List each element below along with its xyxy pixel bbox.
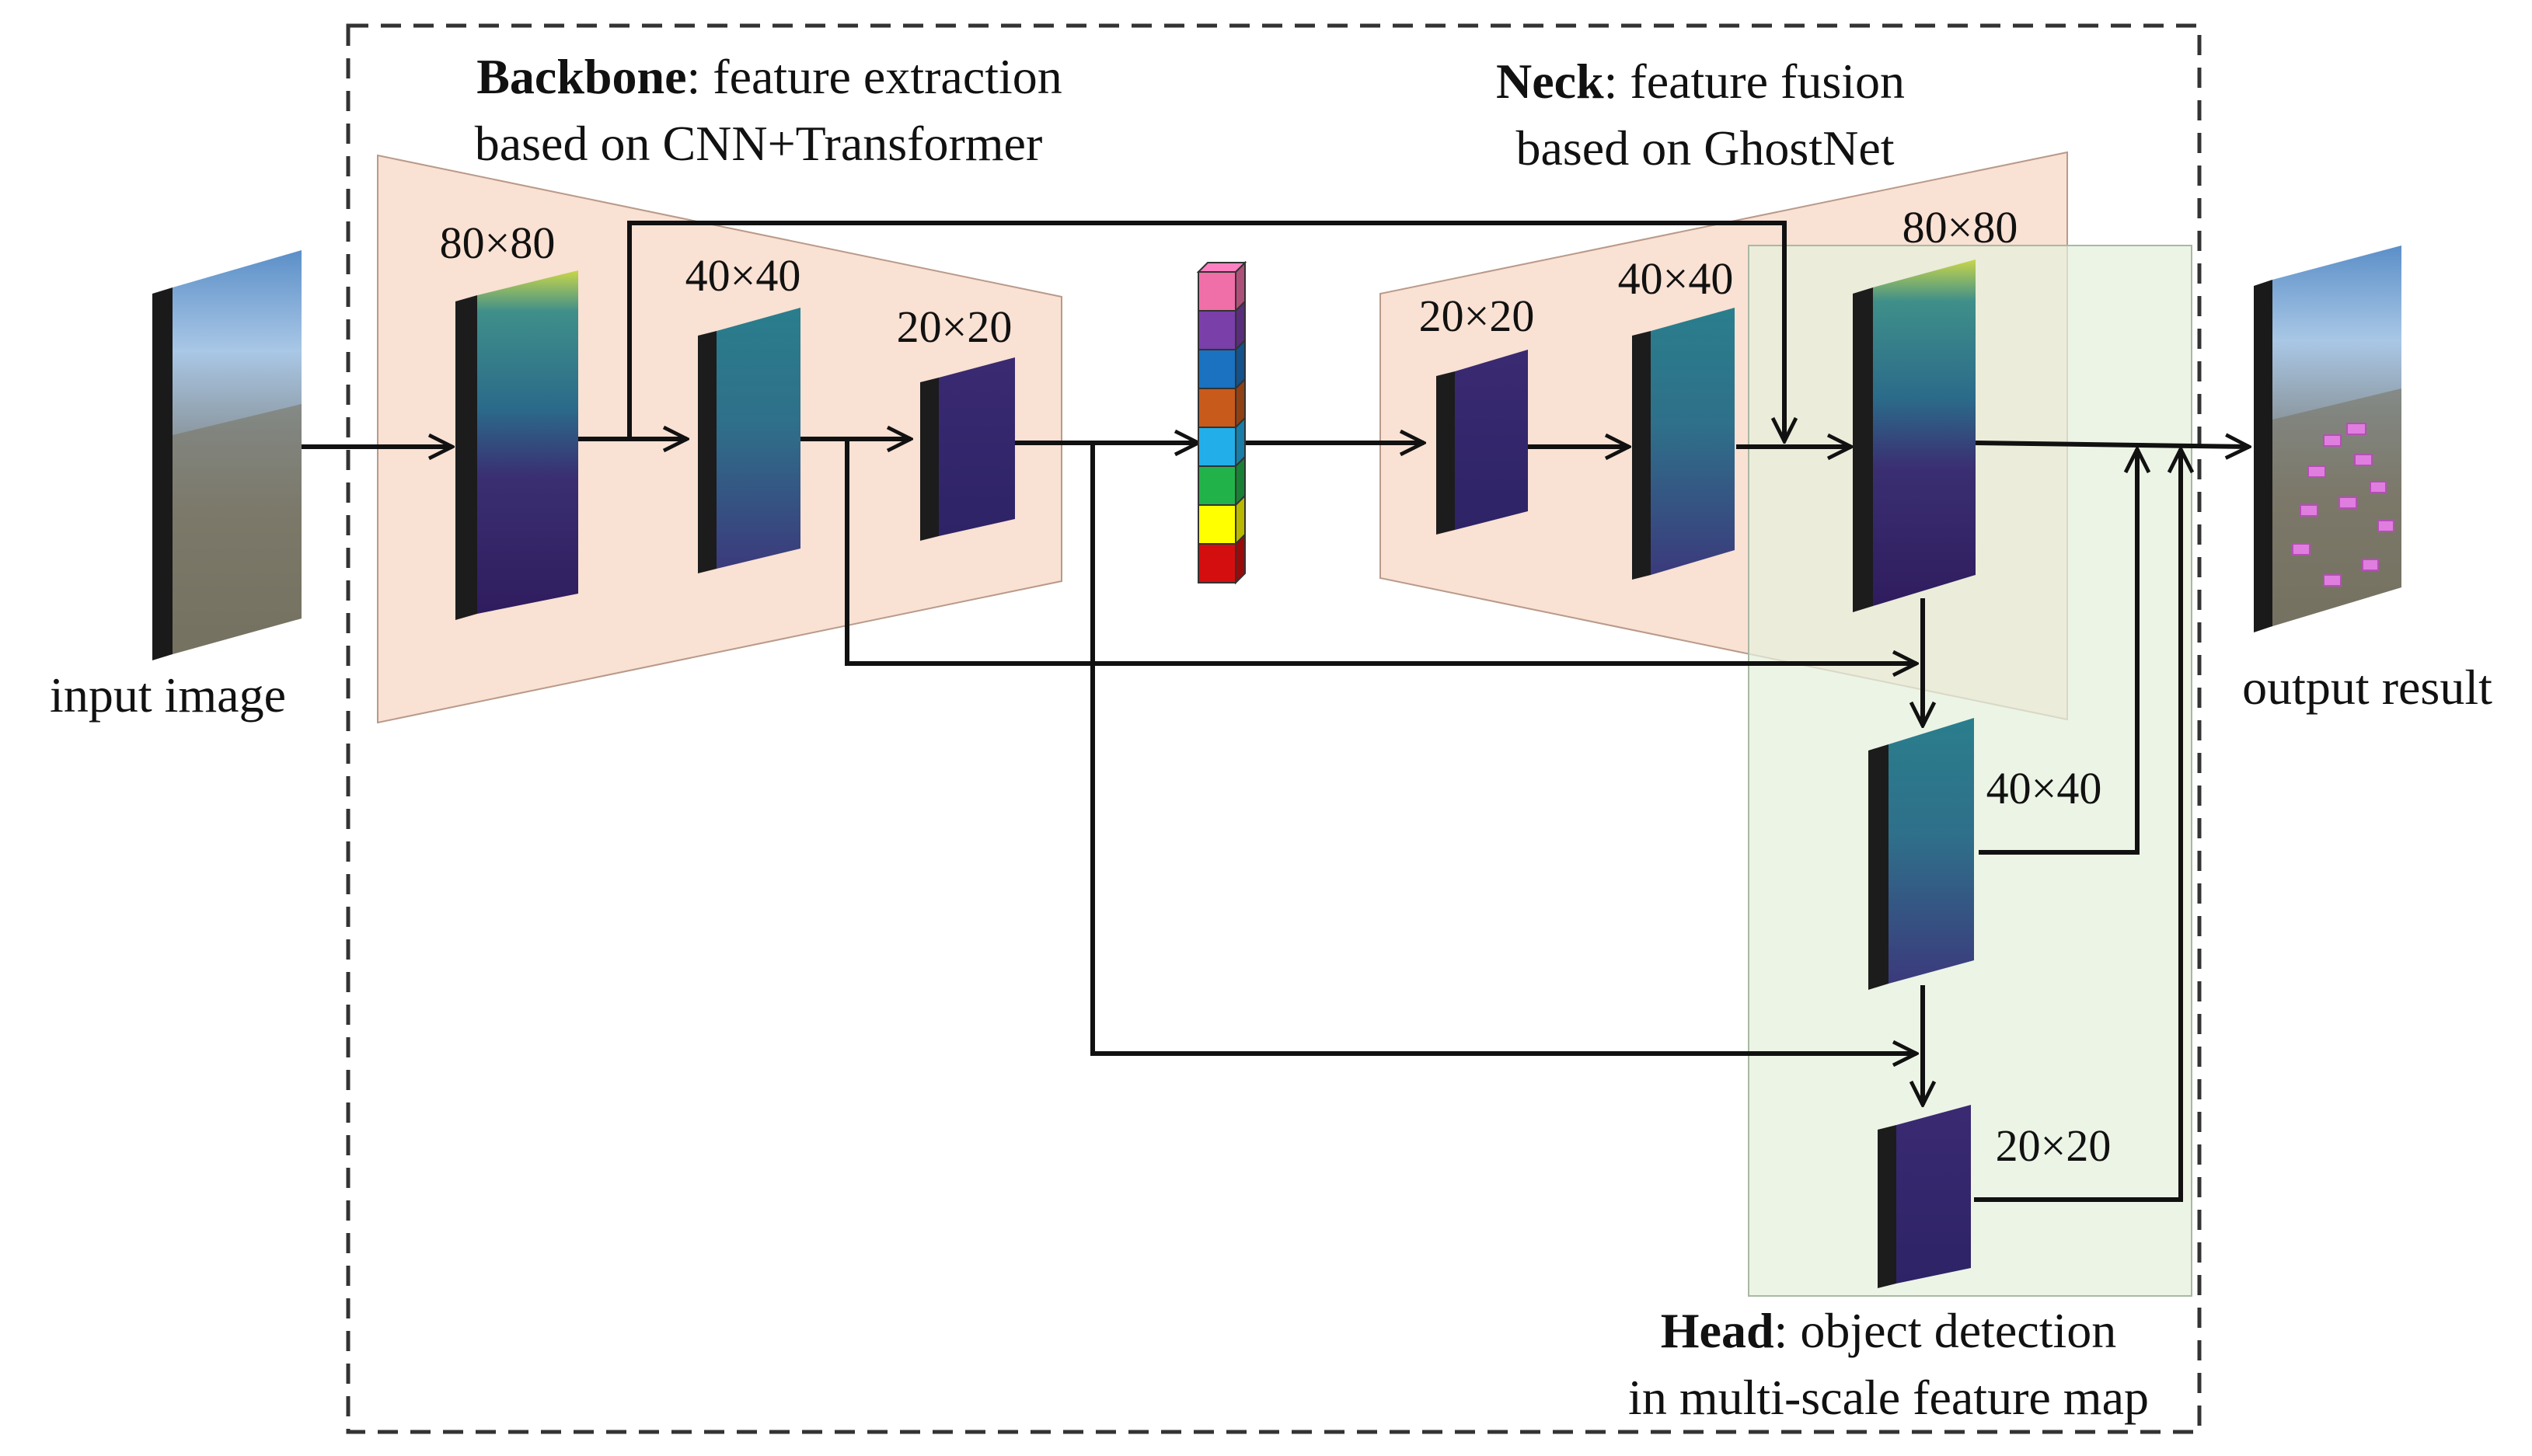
neck-subtitle: based on GhostNet — [1515, 120, 1894, 176]
neck-map-40 — [1632, 308, 1735, 580]
backbone-title-rest: : feature extraction — [687, 49, 1062, 104]
token-cell — [1198, 532, 1246, 585]
skip-20-to-head20 — [1090, 443, 1916, 1054]
token-cell — [1196, 260, 1247, 313]
backbone-map-80-label: 80×80 — [440, 218, 556, 268]
neck-map-80 — [1853, 260, 1976, 612]
head-map-20-label: 20×20 — [1996, 1120, 2112, 1171]
neck-title-rest: : feature fusion — [1604, 54, 1905, 109]
head-title: Head: object detection — [1661, 1303, 2117, 1358]
backbone-map-40-label: 40×40 — [685, 250, 801, 301]
token-cell — [1198, 493, 1246, 546]
neck-title: Neck: feature fusion — [1496, 54, 1905, 109]
neck-map-40-label: 40×40 — [1618, 253, 1734, 304]
neck-map-20-label: 20×20 — [1419, 291, 1535, 341]
token-cell — [1198, 377, 1246, 430]
model-frame — [346, 23, 2202, 1434]
neck-title-bold: Neck — [1496, 54, 1604, 109]
head-map-20 — [1878, 1105, 1971, 1288]
arrow-to-output — [1975, 443, 2249, 447]
backbone-map-20 — [920, 357, 1015, 541]
skip-80-to-neck80 — [627, 221, 1784, 441]
output-label: output result — [2242, 660, 2492, 715]
arrow-head40-to-output — [1979, 449, 2137, 855]
backbone-map-20-label: 20×20 — [897, 301, 1013, 352]
token-cell — [1198, 455, 1246, 507]
token-cell — [1198, 299, 1246, 352]
backbone-title-bold: Backbone — [476, 49, 686, 104]
connectors — [302, 221, 2249, 1202]
output-image — [2254, 246, 2401, 632]
backbone-subtitle: based on CNN+Transformer — [475, 116, 1043, 171]
neck-map-80-label: 80×80 — [1902, 202, 2018, 253]
detection-boxes — [2292, 423, 2394, 587]
input-image — [152, 250, 302, 660]
token-column — [1196, 260, 1247, 585]
backbone-title: Backbone: feature extraction — [476, 49, 1062, 104]
backbone-map-80 — [455, 270, 578, 620]
arrow-head20-to-output — [1974, 449, 2181, 1202]
token-cell — [1198, 416, 1246, 468]
head-title-rest: : object detection — [1774, 1303, 2117, 1358]
neck-map-20 — [1436, 350, 1528, 535]
token-cell — [1198, 338, 1246, 391]
head-title-bold: Head — [1661, 1303, 1774, 1358]
skip-40-to-head40 — [845, 439, 1916, 664]
head-map-40-label: 40×40 — [1986, 763, 2102, 813]
input-label: input image — [50, 667, 286, 723]
backbone-map-40 — [698, 308, 800, 573]
head-subtitle: in multi-scale feature map — [1628, 1370, 2149, 1425]
head-map-40 — [1868, 718, 1974, 990]
